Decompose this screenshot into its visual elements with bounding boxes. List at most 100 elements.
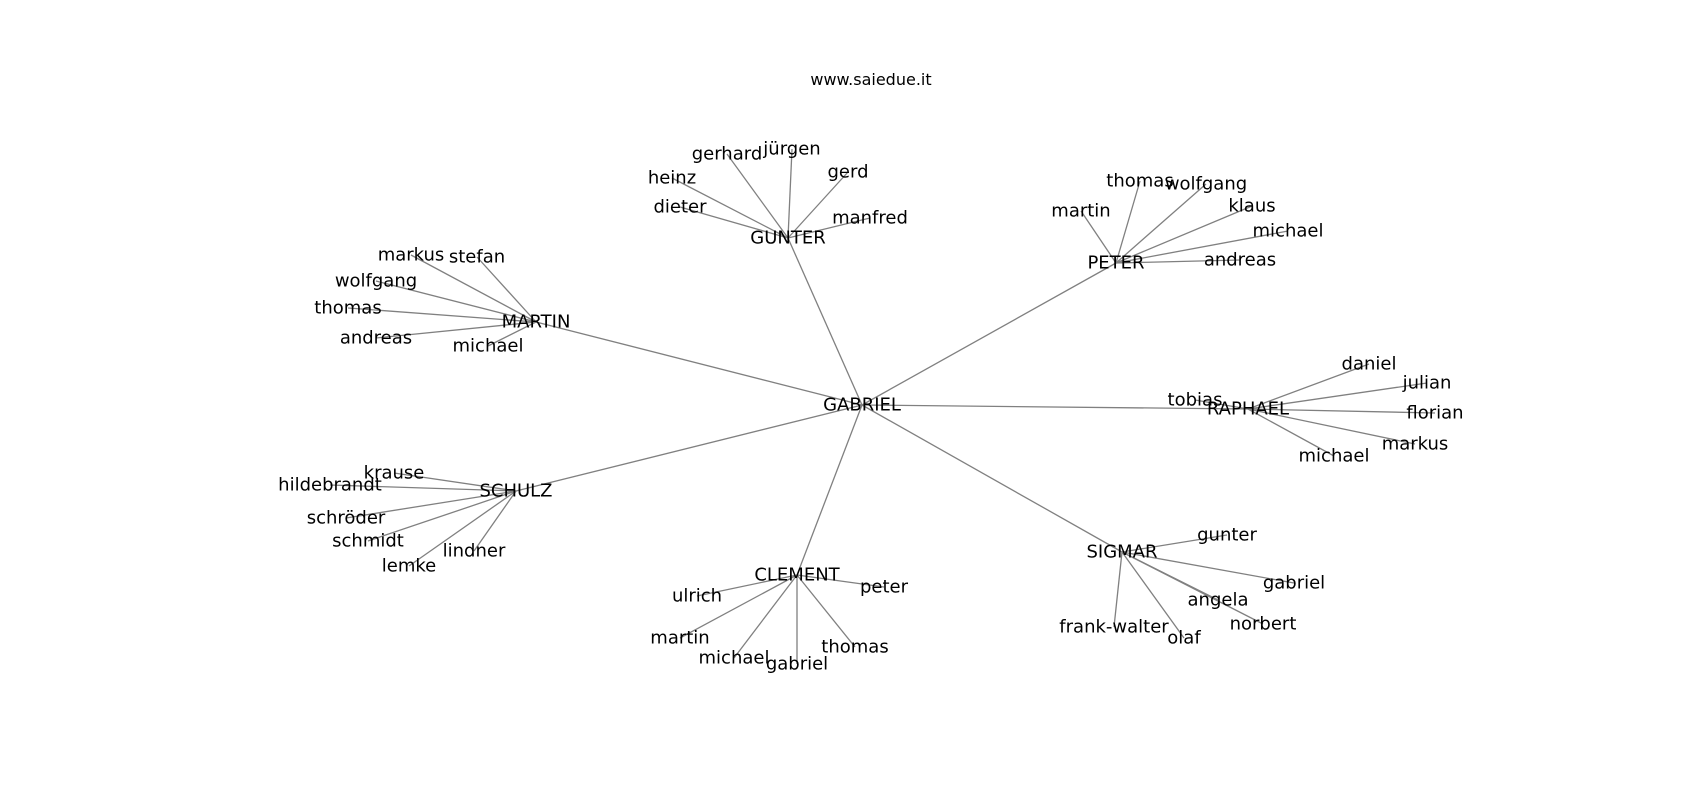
node-leaf-raphael-3: florian	[1406, 403, 1463, 424]
edge-sigmar-5	[1121, 551, 1185, 639]
node-leaf-martin-5: michael	[453, 336, 524, 357]
edge-sigmar-1	[1121, 551, 1295, 584]
node-leaf-schulz-2: schröder	[307, 508, 386, 529]
node-leaf-gunter-1: jürgen	[762, 139, 820, 160]
edge-root-raphael	[861, 404, 1249, 410]
node-leaf-raphael-2: tobias	[1168, 390, 1223, 411]
node-hub-martin: MARTIN	[502, 312, 571, 333]
edge-gunter-5	[787, 217, 871, 239]
edge-schulz-4	[473, 490, 517, 552]
node-leaf-peter-2: martin	[1051, 201, 1110, 222]
node-hub-clement: CLEMENT	[754, 565, 840, 586]
edge-gunter-3	[787, 171, 849, 239]
node-leaf-schulz-1: hildebrandt	[278, 475, 382, 496]
edge-schulz-0	[393, 472, 517, 492]
edge-peter-0	[1115, 180, 1141, 264]
edge-martin-2	[375, 280, 537, 323]
edge-gunter-1	[787, 148, 793, 239]
node-leaf-clement-1: peter	[860, 577, 909, 598]
edge-peter-1	[1115, 183, 1207, 264]
node-leaf-peter-3: klaus	[1228, 196, 1275, 217]
node-leaf-martin-4: andreas	[340, 328, 412, 349]
edge-sigmar-3	[1121, 551, 1264, 625]
edge-martin-1	[476, 256, 537, 323]
edge-peter-2	[1080, 210, 1117, 264]
edge-root-clement	[796, 404, 863, 576]
edge-gunter-0	[726, 153, 789, 239]
node-leaf-raphael-4: markus	[1382, 434, 1449, 455]
node-leaf-schulz-4: lindner	[443, 541, 506, 562]
node-hub-gunter: GUNTER	[750, 228, 825, 249]
edge-sigmar-4	[1113, 551, 1123, 628]
node-leaf-gunter-5: manfred	[832, 208, 908, 229]
node-leaf-martin-2: wolfgang	[335, 271, 417, 292]
node-leaf-martin-0: markus	[378, 245, 445, 266]
diagram-title: www.saiedue.it	[810, 70, 932, 89]
edge-peter-3	[1115, 205, 1253, 264]
node-leaf-peter-0: thomas	[1106, 171, 1173, 192]
edge-root-peter	[861, 262, 1117, 406]
edge-gunter-2	[671, 177, 789, 239]
edge-clement-0	[696, 574, 798, 597]
edge-martin-5	[487, 321, 537, 347]
node-leaf-peter-1: wolfgang	[1165, 174, 1247, 195]
node-leaf-schulz-0: krause	[364, 463, 425, 484]
edge-clement-1	[796, 574, 885, 588]
edge-peter-5	[1115, 259, 1241, 264]
node-leaf-schulz-3: schmidt	[332, 531, 404, 552]
node-leaf-martin-1: stefan	[449, 247, 505, 268]
edge-schulz-3	[367, 490, 517, 542]
node-leaf-martin-3: thomas	[314, 298, 381, 319]
node-leaf-raphael-1: julian	[1402, 373, 1452, 394]
edge-martin-0	[410, 254, 537, 323]
edge-schulz-2	[345, 490, 517, 519]
node-leaf-clement-3: thomas	[821, 637, 888, 658]
edge-raphael-4	[1247, 408, 1416, 445]
edge-martin-4	[375, 321, 537, 339]
edge-root-sigmar	[861, 404, 1123, 553]
edge-martin-3	[347, 307, 537, 323]
node-leaf-sigmar-3: norbert	[1230, 614, 1297, 635]
node-hub-schulz: SCHULZ	[479, 481, 552, 502]
edge-sigmar-0	[1121, 534, 1228, 553]
edge-raphael-2	[1194, 399, 1249, 410]
node-leaf-clement-0: ulrich	[672, 586, 722, 607]
edge-clement-3	[796, 574, 856, 648]
edge-root-martin	[535, 321, 863, 406]
edge-raphael-5	[1247, 408, 1335, 457]
node-leaf-clement-2: martin	[650, 628, 709, 649]
edge-clement-4	[733, 574, 798, 659]
edge-raphael-3	[1247, 408, 1436, 414]
node-leaf-gunter-0: gerhard	[692, 144, 763, 165]
node-leaf-sigmar-1: gabriel	[1263, 573, 1325, 594]
edge-raphael-0	[1247, 363, 1370, 410]
node-leaf-raphael-0: daniel	[1342, 354, 1397, 375]
edge-clement-2	[679, 574, 798, 639]
node-leaf-gunter-3: gerd	[827, 162, 868, 183]
edge-peter-4	[1115, 230, 1289, 264]
edge-schulz-1	[329, 484, 517, 492]
edge-root-gunter	[787, 237, 863, 406]
node-hub-raphael: RAPHAEL	[1207, 399, 1289, 420]
node-leaf-peter-4: michael	[1253, 221, 1324, 242]
edge-root-schulz	[515, 404, 863, 492]
node-hub-peter: PETER	[1087, 253, 1144, 274]
node-leaf-sigmar-5: olaf	[1167, 628, 1201, 649]
node-leaf-clement-5: gabriel	[766, 654, 828, 675]
node-leaf-schulz-5: lemke	[382, 556, 436, 577]
edge-raphael-1	[1247, 382, 1428, 410]
node-root: GABRIEL	[823, 395, 901, 416]
node-leaf-peter-5: andreas	[1204, 250, 1276, 271]
node-leaf-gunter-4: dieter	[653, 197, 707, 218]
node-leaf-gunter-2: heinz	[648, 168, 696, 189]
node-leaf-sigmar-4: frank-walter	[1059, 617, 1169, 638]
edge-gunter-4	[679, 206, 789, 239]
node-hub-sigmar: SIGMAR	[1086, 542, 1157, 563]
node-leaf-raphael-5: michael	[1299, 446, 1370, 467]
edge-schulz-5	[408, 490, 517, 567]
node-leaf-sigmar-0: gunter	[1197, 525, 1257, 546]
node-leaf-sigmar-2: angela	[1188, 590, 1249, 611]
edges-layer	[329, 148, 1436, 664]
